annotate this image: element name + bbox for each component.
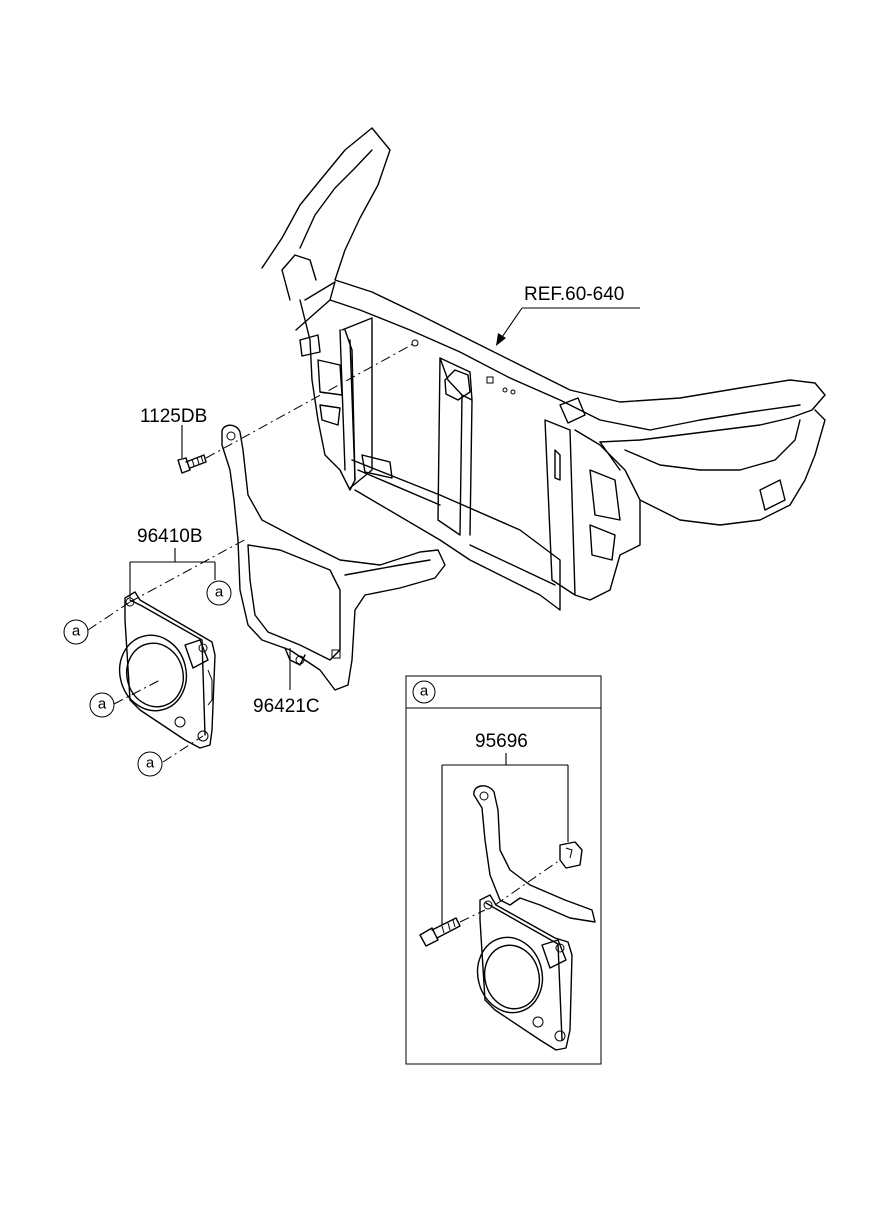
ref-label: REF.60-640 <box>524 284 624 305</box>
bracket-label: 96421C <box>253 696 320 717</box>
sensor-alignment-line-bottom <box>162 735 204 763</box>
kit-alignment-line <box>459 859 561 923</box>
svg-text:a: a <box>215 584 224 601</box>
sensor-callout: 96410B <box>129 526 216 598</box>
detail-box-marker: a <box>412 680 436 704</box>
sensor-alignment-line-top <box>87 537 249 631</box>
callout-marker: a <box>89 692 115 718</box>
bolt-part: 1125DB <box>140 406 207 474</box>
callout-marker: a <box>63 619 89 645</box>
detail-box-frame <box>405 675 602 1065</box>
sensor-part <box>118 591 216 749</box>
front-end-module <box>261 127 826 611</box>
svg-text:a: a <box>420 683 429 700</box>
ref-callout: REF.60-640 <box>496 284 640 346</box>
kit-label: 95696 <box>475 731 528 752</box>
sensor-label: 96410B <box>137 526 203 547</box>
callout-marker: a <box>206 580 232 606</box>
svg-text:a: a <box>72 623 81 640</box>
svg-text:a: a <box>98 696 107 713</box>
sensor-alignment-line-mid <box>113 679 161 705</box>
callout-marker: a <box>137 751 163 777</box>
bolt-label: 1125DB <box>140 406 207 427</box>
detail-box: a 95696 <box>405 675 602 1065</box>
svg-text:a: a <box>146 755 155 772</box>
ref-leader-line <box>499 307 523 341</box>
ref-arrow-icon <box>496 333 506 346</box>
bracket-part: 96421C <box>221 424 446 717</box>
